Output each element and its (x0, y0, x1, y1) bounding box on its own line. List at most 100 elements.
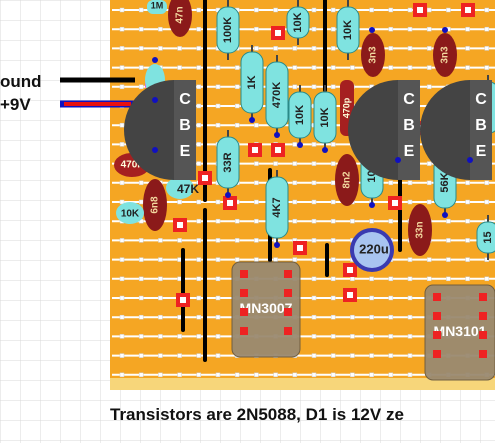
cap-470n-label: 470n (121, 160, 144, 171)
hole (350, 334, 355, 339)
hole (158, 257, 163, 262)
cap-3n3-b (433, 33, 457, 77)
ic-mn3007-pin (284, 308, 292, 316)
ic-mn3101-pin (433, 293, 441, 301)
hole (311, 7, 317, 13)
hole (388, 218, 394, 224)
hole (350, 65, 355, 70)
hole (407, 7, 413, 13)
hole (369, 295, 374, 301)
hole (426, 257, 432, 262)
hole (196, 334, 202, 339)
footer-note: Transistors are 2N5088, D1 is 12V ze (110, 405, 404, 424)
hole (138, 372, 144, 378)
hole (311, 353, 317, 358)
hole (196, 103, 202, 109)
resistor-470k-label: 470K (271, 82, 283, 108)
hole (138, 334, 144, 339)
hole (407, 353, 413, 358)
hole (330, 218, 336, 224)
resistor-47k (166, 177, 194, 199)
hole (388, 314, 394, 320)
hole (177, 372, 182, 378)
hole (196, 238, 202, 243)
transistor-1-pin-B: B (179, 117, 191, 134)
hole (215, 314, 221, 320)
pin-dot (369, 202, 375, 208)
hole (119, 353, 125, 358)
track-cut-hole (347, 292, 353, 298)
hole (311, 295, 317, 301)
hole (369, 334, 374, 339)
hole (465, 257, 470, 262)
hole (234, 84, 240, 90)
hole (254, 46, 259, 51)
hole (196, 353, 202, 358)
hole (196, 218, 202, 224)
pin-dot (297, 142, 303, 148)
hole (388, 295, 394, 301)
hole (254, 257, 259, 262)
ic-mn3007-pin (240, 289, 248, 297)
hole (119, 7, 125, 13)
resistor-10k-b-label: 10K (342, 20, 354, 40)
hole (426, 180, 432, 186)
hole (465, 218, 470, 224)
resistor-10k-b (336, 6, 360, 54)
hole (292, 65, 298, 70)
cap-3n3-b-label: 3n3 (440, 46, 451, 64)
hole (330, 314, 336, 320)
hole (311, 142, 317, 147)
transistor-2-pin-B: B (403, 117, 415, 134)
track-cut-hole (392, 200, 398, 206)
hole (330, 238, 336, 243)
hole (196, 161, 202, 166)
hole (138, 84, 144, 90)
hole (138, 46, 144, 51)
resistor-33r (216, 136, 240, 189)
transistor-1-pin-E: E (180, 143, 191, 160)
hole (119, 142, 125, 147)
ic-mn3007-label: MN3007 (240, 300, 293, 316)
cap-8n2-label: 8n2 (342, 171, 353, 189)
hole (388, 46, 394, 51)
hole (311, 372, 317, 378)
hole (311, 238, 317, 243)
hole (407, 276, 413, 282)
hole (388, 334, 394, 339)
resistor-10k-small-label: 10K (121, 209, 140, 220)
hole (138, 180, 144, 186)
hole (292, 161, 298, 166)
hole (196, 276, 202, 282)
pin-dot (467, 157, 473, 163)
hole (465, 199, 470, 205)
hole (138, 26, 144, 32)
hole (196, 295, 202, 301)
hole (311, 26, 317, 32)
pin-dot (369, 27, 375, 33)
hole (273, 257, 278, 262)
pin-dot (249, 117, 255, 123)
hole (330, 199, 336, 205)
hole (369, 218, 374, 224)
cap-47n (168, 0, 192, 37)
hole (215, 84, 221, 90)
ic-mn3007-pin (284, 289, 292, 297)
hole (177, 46, 182, 51)
cap-3n3-a (361, 33, 385, 77)
hole (292, 372, 298, 378)
hole (407, 314, 413, 320)
hole (484, 26, 490, 32)
hole (138, 353, 144, 358)
hole (330, 142, 336, 147)
ic-mn3007-pin (240, 308, 248, 316)
hole (215, 372, 221, 378)
transistor-2 (348, 80, 398, 180)
hole (254, 26, 259, 32)
hole (292, 218, 298, 224)
transistor-3-body (470, 80, 492, 180)
hole (426, 26, 432, 32)
hole (119, 238, 125, 243)
ic-mn3101-pin (479, 331, 487, 339)
